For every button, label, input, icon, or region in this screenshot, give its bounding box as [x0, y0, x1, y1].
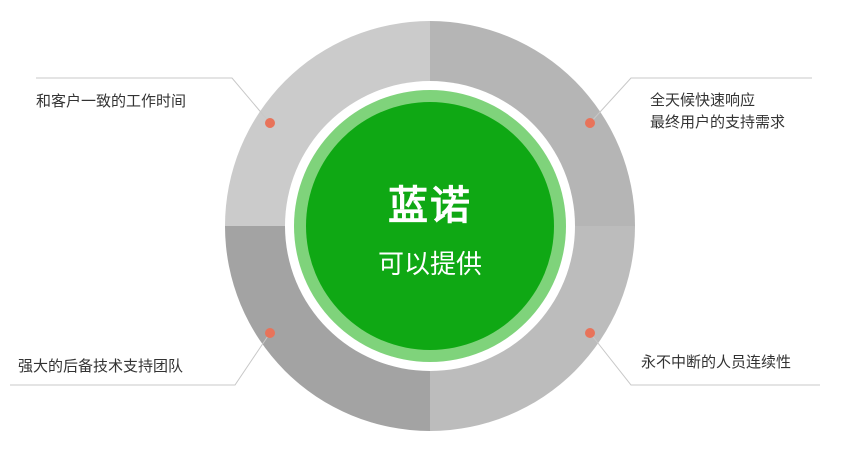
- center-circle: [306, 102, 554, 350]
- leader-line-top-left: [36, 77, 271, 124]
- leader-line-bottom-left: [10, 332, 271, 386]
- center-title: 蓝诺: [388, 183, 472, 229]
- label-top-right-line-2: 最终用户的支持需求: [650, 113, 786, 131]
- dot-bottom-right: [585, 328, 595, 338]
- dot-bottom-left: [265, 328, 275, 338]
- label-bottom-left-line: 强大的后备技术支持团队: [18, 357, 184, 375]
- dot-top-left: [265, 118, 275, 128]
- label-top-right: 全天候快速响应 最终用户的支持需求: [650, 89, 785, 133]
- label-bottom-right: 永不中断的人员连续性: [641, 351, 791, 373]
- label-top-right-line-1: 全天候快速响应: [650, 91, 756, 109]
- label-top-left-line: 和客户一致的工作时间: [36, 92, 187, 110]
- label-bottom-right-line: 永不中断的人员连续性: [641, 353, 792, 371]
- label-top-left: 和客户一致的工作时间: [36, 90, 186, 112]
- dot-top-right: [585, 118, 595, 128]
- leader-line-bottom-right: [589, 332, 820, 386]
- leader-line-top-right: [589, 77, 812, 124]
- label-bottom-left: 强大的后备技术支持团队: [18, 355, 183, 377]
- center-subtitle: 可以提供: [377, 250, 482, 280]
